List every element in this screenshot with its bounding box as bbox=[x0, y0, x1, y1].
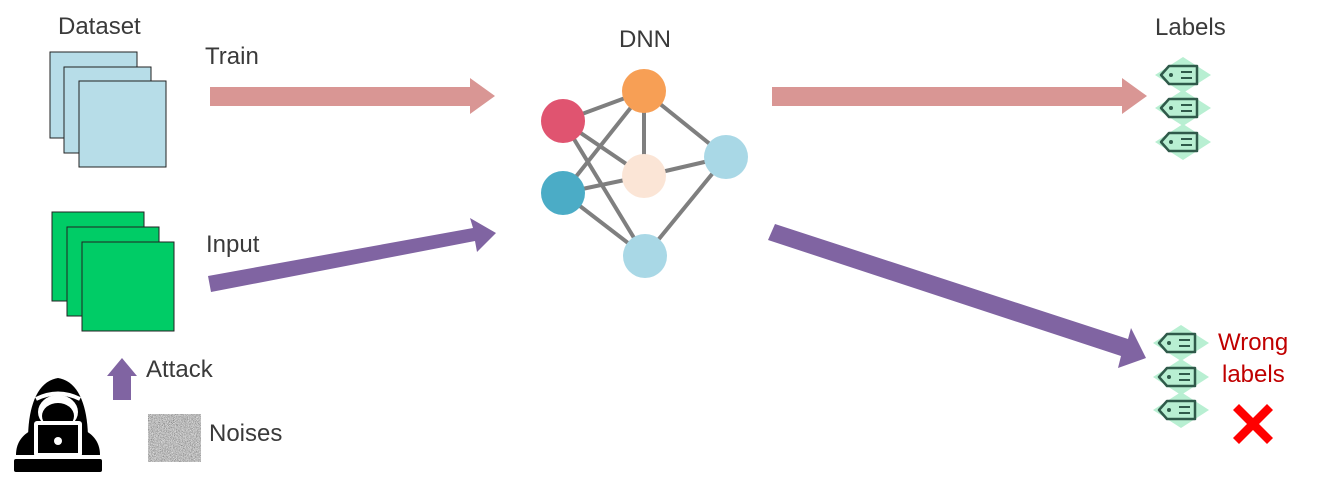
edge bbox=[561, 119, 647, 258]
attack-label: Attack bbox=[146, 356, 214, 383]
dataset-sheet-front bbox=[78, 80, 167, 168]
input-stack bbox=[51, 211, 175, 332]
node-hidden-3 bbox=[623, 234, 667, 278]
node-output bbox=[704, 135, 748, 179]
input-label: Input bbox=[206, 231, 260, 258]
noises-label: Noises bbox=[209, 420, 282, 447]
node-input-1 bbox=[541, 99, 585, 143]
wrong-labels-line2: labels bbox=[1222, 361, 1285, 388]
labels-label: Labels bbox=[1155, 14, 1226, 41]
node-hidden-1 bbox=[622, 69, 666, 113]
label-tag-icon bbox=[1153, 392, 1209, 428]
hacker-laptop-icon bbox=[14, 378, 102, 472]
label-tag-icon bbox=[1155, 124, 1211, 160]
dataset-stack bbox=[49, 51, 167, 168]
train-arrow bbox=[210, 78, 495, 114]
label-tag-icon bbox=[1153, 359, 1209, 395]
dataset-label: Dataset bbox=[58, 13, 141, 40]
label-tag-icon bbox=[1153, 325, 1209, 361]
train-label: Train bbox=[205, 43, 259, 70]
label-tag-icon bbox=[1155, 57, 1211, 93]
node-hidden-2 bbox=[622, 154, 666, 198]
output-train-arrow bbox=[772, 78, 1147, 114]
attack-up-arrow bbox=[107, 358, 137, 400]
noise-texture-icon bbox=[148, 414, 201, 462]
dnn-network bbox=[541, 69, 748, 278]
input-arrow bbox=[208, 218, 496, 292]
wrong-labels-line1: Wrong bbox=[1218, 329, 1288, 356]
dnn-label: DNN bbox=[619, 26, 671, 53]
output-attack-arrow bbox=[768, 224, 1146, 368]
wrong-labels bbox=[1153, 325, 1209, 428]
label-tag-icon bbox=[1155, 90, 1211, 126]
input-sheet-front bbox=[81, 241, 175, 332]
correct-labels bbox=[1155, 57, 1211, 160]
node-input-2 bbox=[541, 171, 585, 215]
red-cross-icon bbox=[1233, 404, 1273, 444]
